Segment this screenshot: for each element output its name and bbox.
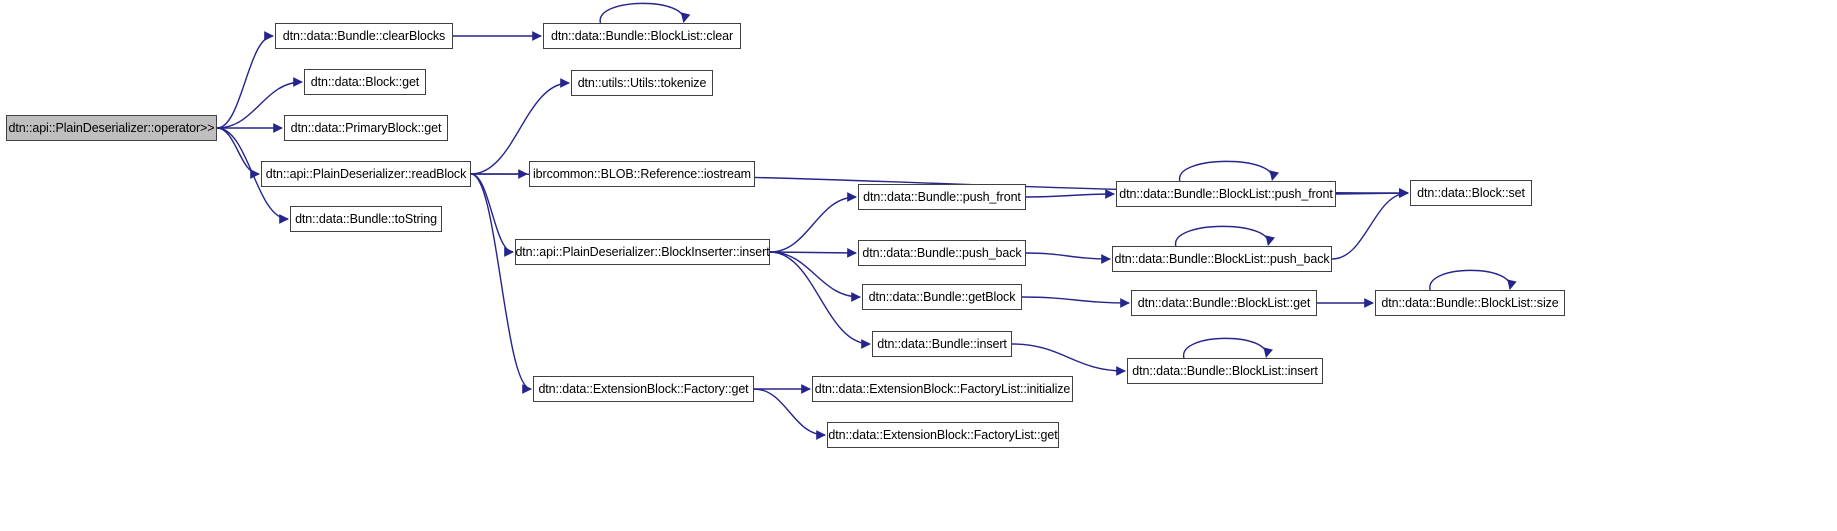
graph-edge-operator-to-clearBlocks bbox=[216, 31, 274, 129]
graph-node-label: dtn::utils::Utils::tokenize bbox=[577, 75, 707, 90]
graph-node-label: dtn::data::ExtensionBlock::FactoryList::… bbox=[828, 427, 1058, 442]
graph-node-label: dtn::data::Bundle::insert bbox=[877, 336, 1007, 351]
graph-node-label: dtn::data::Bundle::BlockList::size bbox=[1381, 295, 1559, 310]
graph-node-toString[interactable]: dtn::data::Bundle::toString bbox=[290, 206, 442, 232]
graph-node-blockInserterInsert[interactable]: dtn::api::PlainDeserializer::BlockInsert… bbox=[515, 239, 770, 265]
graph-node-label: dtn::data::ExtensionBlock::FactoryList::… bbox=[814, 381, 1071, 396]
graph-node-label: dtn::data::Block::set bbox=[1417, 185, 1525, 200]
graph-edge-factoryGet-to-factoryListGet bbox=[753, 388, 826, 440]
graph-node-label: dtn::data::Bundle::toString bbox=[295, 211, 437, 226]
graph-node-blPushFront[interactable]: dtn::data::Bundle::BlockList::push_front bbox=[1116, 181, 1336, 207]
graph-edge-operator-to-toString bbox=[216, 127, 289, 224]
graph-node-blGet[interactable]: dtn::data::Bundle::BlockList::get bbox=[1131, 290, 1317, 316]
graph-node-getBlock[interactable]: dtn::data::Bundle::getBlock bbox=[862, 284, 1022, 310]
graph-node-blPushBack[interactable]: dtn::data::Bundle::BlockList::push_back bbox=[1112, 246, 1332, 272]
graph-edge-blPushBack-to-blockSet bbox=[1331, 188, 1409, 260]
graph-edge-blockListClear-to-blockListClear bbox=[599, 2, 691, 24]
graph-edge-bundleInsert-to-blInsert bbox=[1011, 343, 1126, 376]
graph-node-factoryListGet[interactable]: dtn::data::ExtensionBlock::FactoryList::… bbox=[827, 422, 1059, 448]
graph-node-label: dtn::data::Block::get bbox=[310, 74, 420, 89]
graph-node-label: dtn::data::Bundle::BlockList::push_front bbox=[1119, 186, 1333, 201]
graph-node-label: dtn::data::ExtensionBlock::Factory::get bbox=[538, 381, 749, 396]
graph-edge-operator-to-blockGet bbox=[216, 77, 303, 129]
graph-node-label: dtn::api::PlainDeserializer::readBlock bbox=[265, 166, 467, 181]
graph-node-label: dtn::data::Bundle::BlockList::insert bbox=[1132, 363, 1318, 378]
graph-node-label: dtn::data::PrimaryBlock::get bbox=[290, 120, 442, 135]
graph-node-blobIostream[interactable]: ibrcommon::BLOB::Reference::iostream bbox=[529, 161, 755, 187]
graph-node-bundleInsert[interactable]: dtn::data::Bundle::insert bbox=[872, 331, 1012, 357]
graph-edge-blockInserterInsert-to-pushBack bbox=[769, 247, 857, 258]
graph-edge-operator-to-readBlock bbox=[216, 127, 260, 179]
graph-edge-pushFront-to-blPushFront bbox=[1025, 189, 1115, 199]
graph-node-primaryBlockGet[interactable]: dtn::data::PrimaryBlock::get bbox=[284, 115, 448, 141]
graph-node-label: dtn::data::Bundle::BlockList::get bbox=[1137, 295, 1311, 310]
graph-node-blSize[interactable]: dtn::data::Bundle::BlockList::size bbox=[1375, 290, 1565, 316]
graph-node-blockSet[interactable]: dtn::data::Block::set bbox=[1410, 180, 1532, 206]
graph-edge-blockInserterInsert-to-getBlock bbox=[769, 251, 861, 302]
graph-edge-blockInserterInsert-to-pushFront bbox=[769, 192, 857, 253]
graph-edge-blSize-to-blSize bbox=[1429, 269, 1517, 291]
graph-node-factoryListInit[interactable]: dtn::data::ExtensionBlock::FactoryList::… bbox=[812, 376, 1073, 402]
graph-node-label: dtn::api::PlainDeserializer::BlockInsert… bbox=[515, 244, 770, 259]
graph-node-label: dtn::data::Bundle::push_back bbox=[862, 245, 1022, 260]
graph-node-label: dtn::data::Bundle::push_front bbox=[863, 189, 1021, 204]
graph-edge-blPushFront-to-blPushFront bbox=[1179, 160, 1279, 182]
graph-edge-blPushFront-to-blockSet bbox=[1335, 188, 1409, 199]
graph-edge-getBlock-to-blGet bbox=[1021, 296, 1130, 308]
graph-node-label: dtn::api::PlainDeserializer::operator>> bbox=[8, 120, 215, 135]
graph-edge-blockInserterInsert-to-bundleInsert bbox=[769, 251, 871, 349]
graph-node-label: dtn::data::Bundle::BlockList::clear bbox=[550, 28, 734, 43]
graph-edge-readBlock-to-tokenize bbox=[470, 78, 570, 175]
graph-node-blInsert[interactable]: dtn::data::Bundle::BlockList::insert bbox=[1127, 358, 1323, 384]
graph-node-factoryGet[interactable]: dtn::data::ExtensionBlock::Factory::get bbox=[533, 376, 754, 402]
graph-edge-blInsert-to-blInsert bbox=[1183, 337, 1273, 359]
graph-node-tokenize[interactable]: dtn::utils::Utils::tokenize bbox=[571, 70, 713, 96]
graph-node-clearBlocks[interactable]: dtn::data::Bundle::clearBlocks bbox=[275, 23, 453, 49]
graph-node-blockListClear[interactable]: dtn::data::Bundle::BlockList::clear bbox=[543, 23, 741, 49]
graph-edge-pushBack-to-blPushBack bbox=[1025, 252, 1111, 264]
graph-node-label: dtn::data::Bundle::clearBlocks bbox=[282, 28, 446, 43]
graph-edge-readBlock-to-blockInserterInsert bbox=[470, 173, 514, 257]
graph-node-blockGet[interactable]: dtn::data::Block::get bbox=[304, 69, 426, 95]
graph-node-pushBack[interactable]: dtn::data::Bundle::push_back bbox=[858, 240, 1026, 266]
graph-node-operator[interactable]: dtn::api::PlainDeserializer::operator>> bbox=[6, 115, 217, 141]
graph-node-label: ibrcommon::BLOB::Reference::iostream bbox=[532, 166, 751, 181]
graph-edge-readBlock-to-factoryGet bbox=[470, 173, 532, 394]
graph-node-label: dtn::data::Bundle::BlockList::push_back bbox=[1114, 251, 1330, 266]
graph-node-readBlock[interactable]: dtn::api::PlainDeserializer::readBlock bbox=[261, 161, 471, 187]
graph-node-label: dtn::data::Bundle::getBlock bbox=[868, 289, 1016, 304]
graph-edge-blPushBack-to-blPushBack bbox=[1175, 225, 1275, 247]
graph-node-pushFront[interactable]: dtn::data::Bundle::push_front bbox=[858, 184, 1026, 210]
